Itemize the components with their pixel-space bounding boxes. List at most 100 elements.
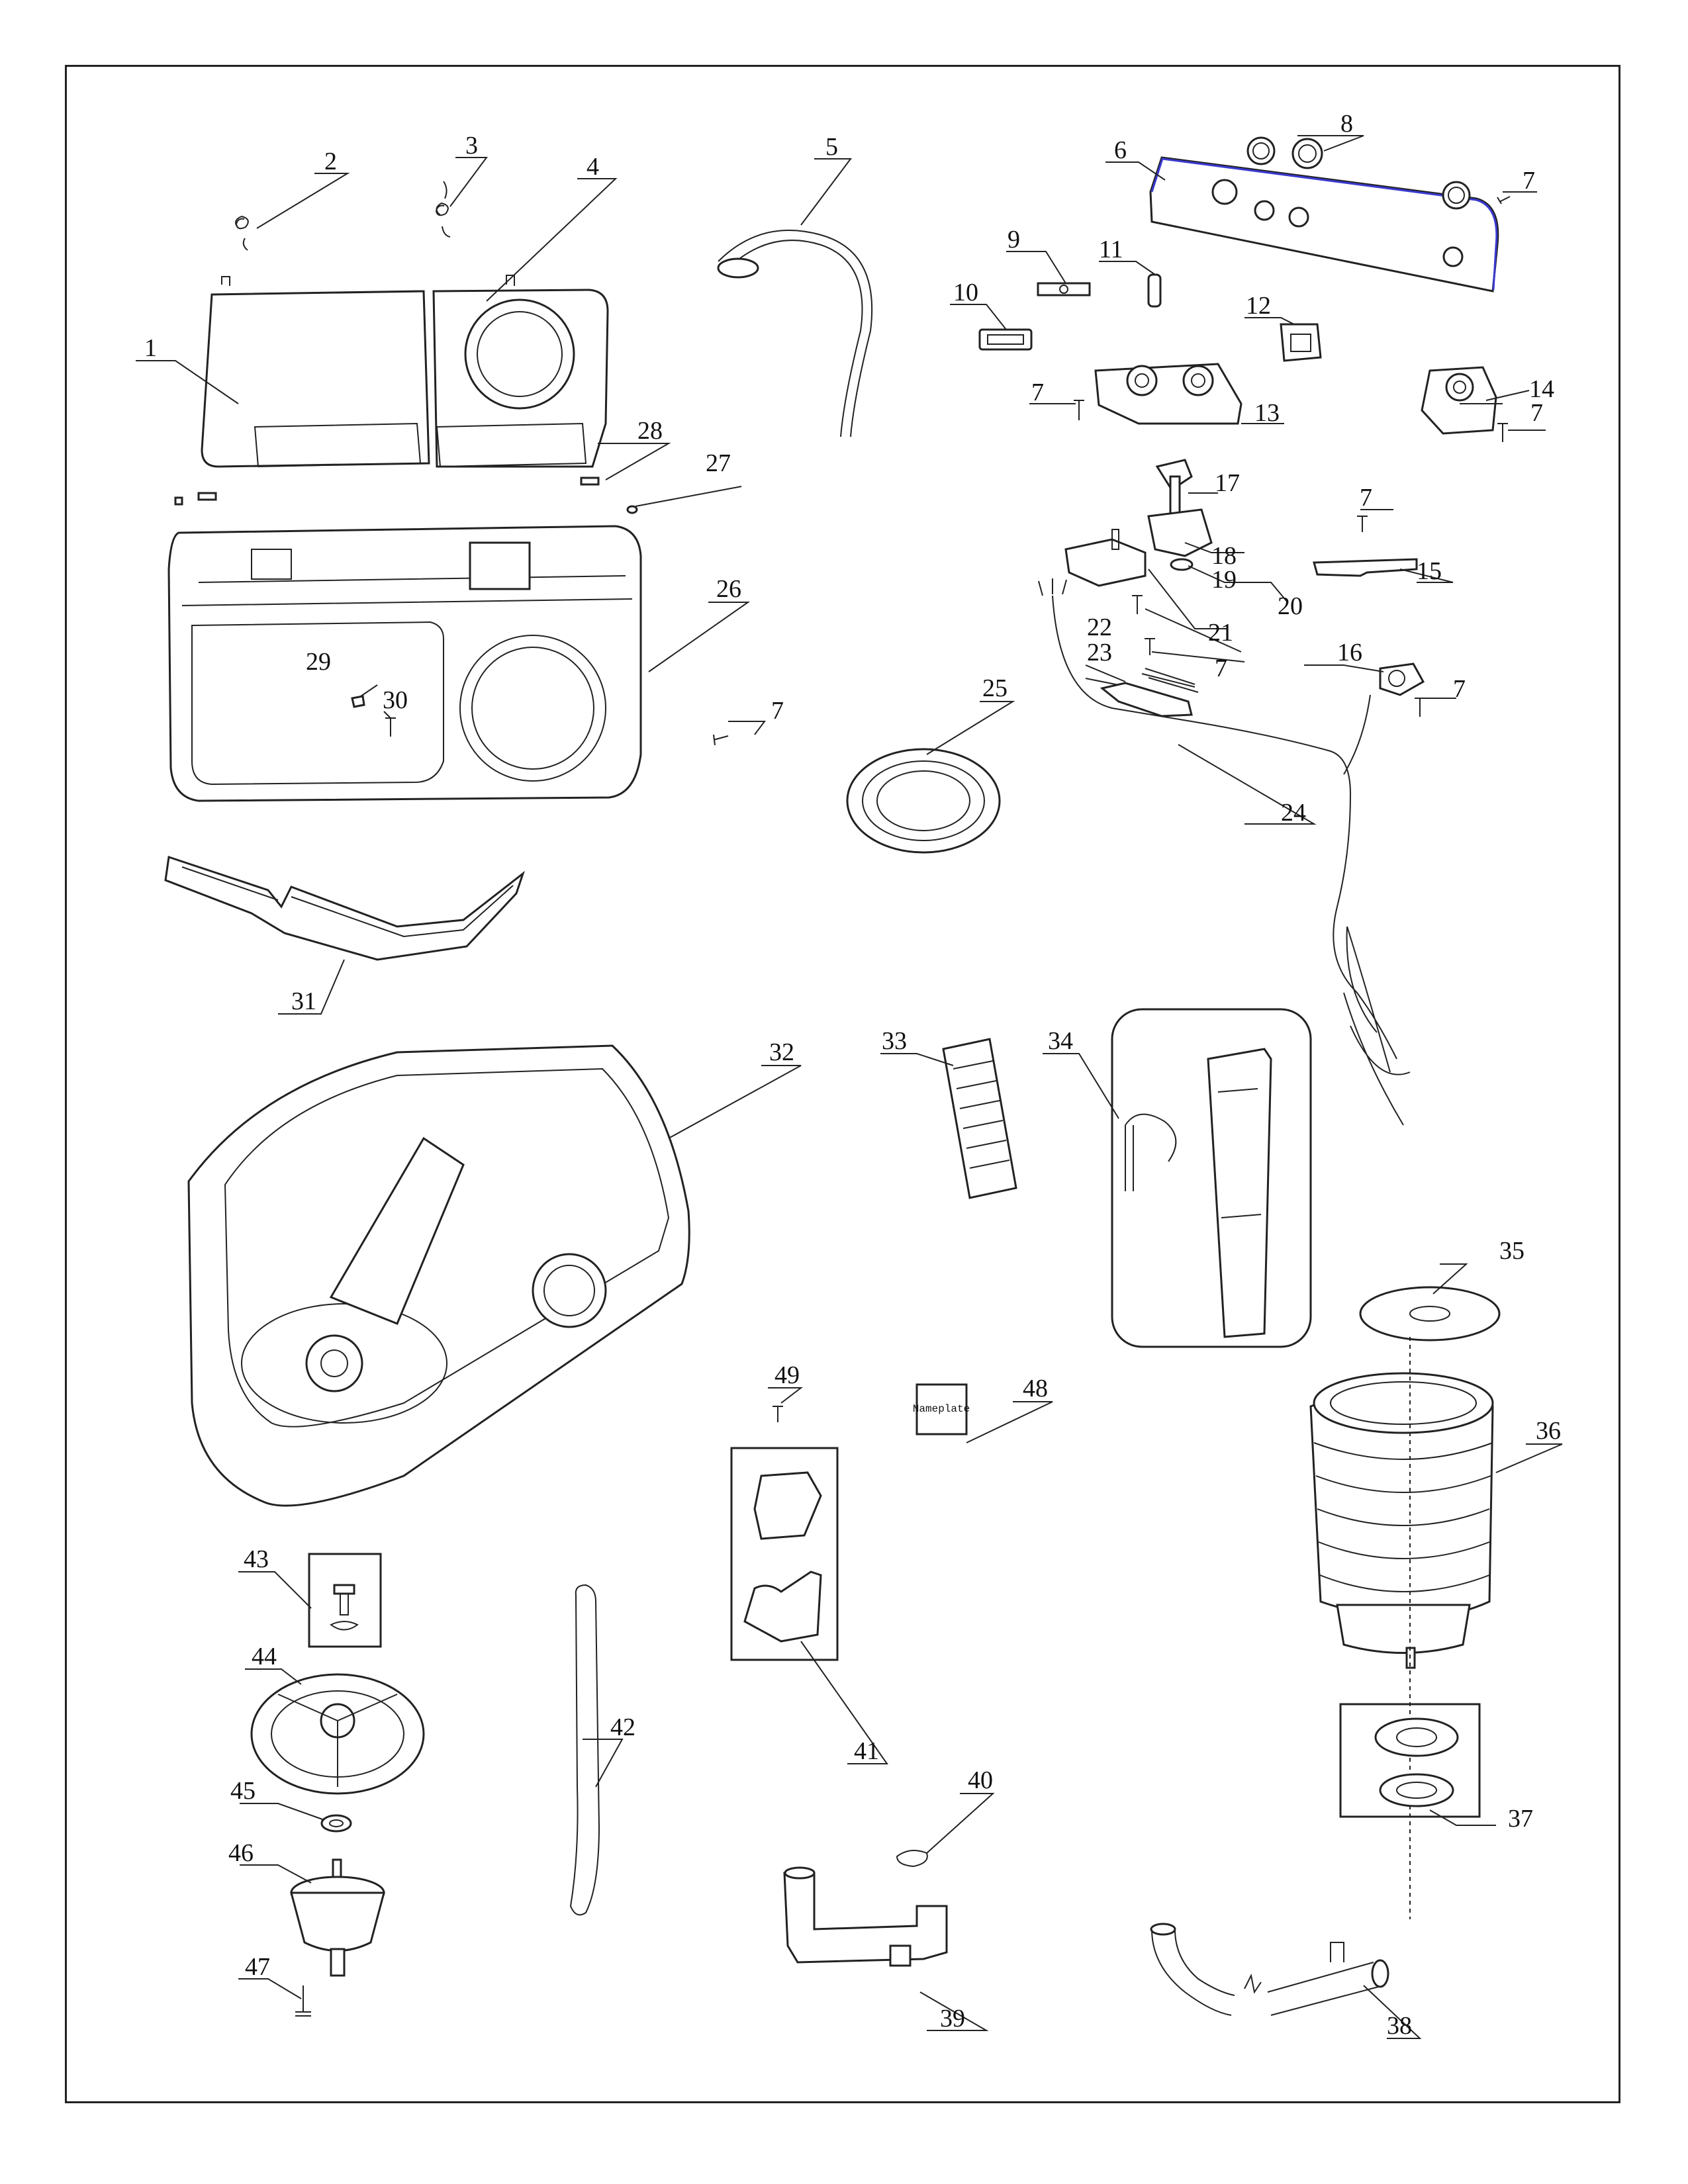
- part-44-pulsator: [250, 1673, 425, 1795]
- label-7-c: 7: [1530, 399, 1543, 427]
- label-48: 48: [1023, 1375, 1048, 1402]
- label-18: 18: [1211, 542, 1237, 570]
- label-24: 24: [1281, 799, 1306, 827]
- part-19-washer: [1170, 558, 1194, 571]
- part-17-timer-shaft: [1155, 459, 1193, 518]
- label-8: 8: [1340, 110, 1353, 138]
- label-20: 20: [1278, 592, 1303, 620]
- label-31: 31: [291, 987, 316, 1015]
- label-29: 29: [306, 648, 331, 676]
- label-32: 32: [769, 1038, 794, 1066]
- callout-labels: 2 3 4 5 6 7 7 7 7 7 7 7 8 9 11 10 12 13 …: [144, 110, 1561, 2040]
- part-2-spring: [235, 215, 249, 251]
- label-10: 10: [953, 279, 978, 306]
- part-23-brake-lever: [1100, 682, 1193, 717]
- label-46: 46: [228, 1839, 254, 1867]
- part-47-bolt: [295, 1985, 311, 2017]
- label-41: 41: [854, 1737, 879, 1765]
- label-14: 14: [1529, 375, 1554, 403]
- part-38-drain-hose: [1150, 1923, 1389, 2016]
- part-40-clamp: [896, 1850, 928, 1868]
- label-7-g: 7: [771, 697, 784, 725]
- label-34: 34: [1048, 1027, 1073, 1055]
- part-22-spring: [1141, 668, 1199, 693]
- label-49: 49: [774, 1361, 800, 1389]
- leader-lines: [136, 135, 1563, 2039]
- label-44: 44: [252, 1643, 277, 1670]
- label-47: 47: [245, 1953, 270, 1981]
- part-5-drain-hose: [717, 230, 873, 437]
- label-2: 2: [324, 148, 337, 175]
- part-8-knobs: [1246, 136, 1471, 210]
- label-37: 37: [1508, 1805, 1533, 1833]
- part-4-spin-lid: [432, 275, 609, 468]
- label-11: 11: [1099, 236, 1123, 263]
- part-33-lint-filter: [942, 1038, 1017, 1199]
- label-3: 3: [465, 132, 478, 159]
- label-42: 42: [610, 1713, 635, 1741]
- part-34-filter-assembly: [1111, 1008, 1312, 1348]
- part-26-top-frame: [167, 525, 642, 802]
- part-1-wash-lid: [201, 276, 430, 468]
- part-11-indicator: [1147, 273, 1162, 308]
- label-25: 25: [982, 674, 1008, 702]
- label-7-a: 7: [1523, 167, 1535, 195]
- label-12: 12: [1246, 292, 1271, 320]
- part-10-switch-housing: [978, 328, 1033, 351]
- part-13-timer-bracket: [1094, 363, 1243, 425]
- label-38: 38: [1387, 2012, 1412, 2040]
- label-16: 16: [1337, 639, 1362, 666]
- label-6: 6: [1114, 136, 1127, 164]
- part-31-rear-cover: [164, 856, 525, 961]
- label-5: 5: [825, 133, 838, 161]
- part-29-clip: [351, 695, 365, 708]
- part-42-belt: [569, 1584, 600, 1916]
- label-33: 33: [882, 1027, 907, 1055]
- label-26: 26: [716, 575, 741, 603]
- label-36: 36: [1536, 1417, 1561, 1445]
- part-37-bearing-set: [1339, 1703, 1481, 1818]
- label-30: 30: [383, 686, 408, 714]
- drawing-border: [65, 65, 1620, 2103]
- label-13: 13: [1254, 399, 1280, 427]
- label-27: 27: [706, 449, 731, 477]
- label-7-f: 7: [1453, 675, 1466, 703]
- part-41-lid-hinge-cover: [730, 1447, 839, 1661]
- label-17: 17: [1215, 469, 1240, 497]
- label-23: 23: [1087, 639, 1112, 666]
- part-43-screw-set: [308, 1553, 382, 1648]
- part-3-spring: [435, 181, 451, 238]
- part-16-water-level-switch: [1379, 662, 1425, 696]
- label-35: 35: [1499, 1237, 1524, 1265]
- part-25-filter-disk: [846, 748, 1001, 854]
- part-6-control-panel: [1149, 156, 1499, 293]
- nameplate-text: Nameplate: [913, 1403, 970, 1415]
- label-15: 15: [1417, 557, 1442, 585]
- label-28: 28: [637, 417, 663, 445]
- part-49-screw: [773, 1406, 783, 1422]
- part-45-seal: [320, 1814, 352, 1833]
- part-18-timer: [1147, 508, 1213, 557]
- part-15-lever: [1313, 558, 1418, 577]
- part-24-wire-harness: [1038, 578, 1411, 1126]
- part-36-spin-basket: [1309, 1372, 1494, 1669]
- label-19: 19: [1211, 566, 1237, 594]
- part-21-wash-timer: [1064, 529, 1147, 587]
- part-46-gearbox: [290, 1858, 385, 1977]
- label-39: 39: [940, 2005, 965, 2032]
- label-4: 4: [586, 153, 599, 181]
- label-7-d: 7: [1360, 484, 1372, 512]
- part-48-nameplate: Nameplate: [913, 1383, 970, 1435]
- part-35-spin-cover: [1359, 1286, 1501, 1342]
- part-14-timer-bracket: [1421, 366, 1497, 435]
- label-21: 21: [1208, 619, 1233, 647]
- part-7-screws: [713, 196, 1511, 746]
- label-40: 40: [968, 1766, 993, 1794]
- part-12-clip: [1280, 323, 1322, 362]
- label-7-e: 7: [1215, 655, 1227, 682]
- part-27-plug: [626, 505, 638, 514]
- part-39-drain-valve: [783, 1866, 948, 1967]
- label-45: 45: [230, 1777, 256, 1805]
- part-32-outer-tub: [187, 1044, 690, 1507]
